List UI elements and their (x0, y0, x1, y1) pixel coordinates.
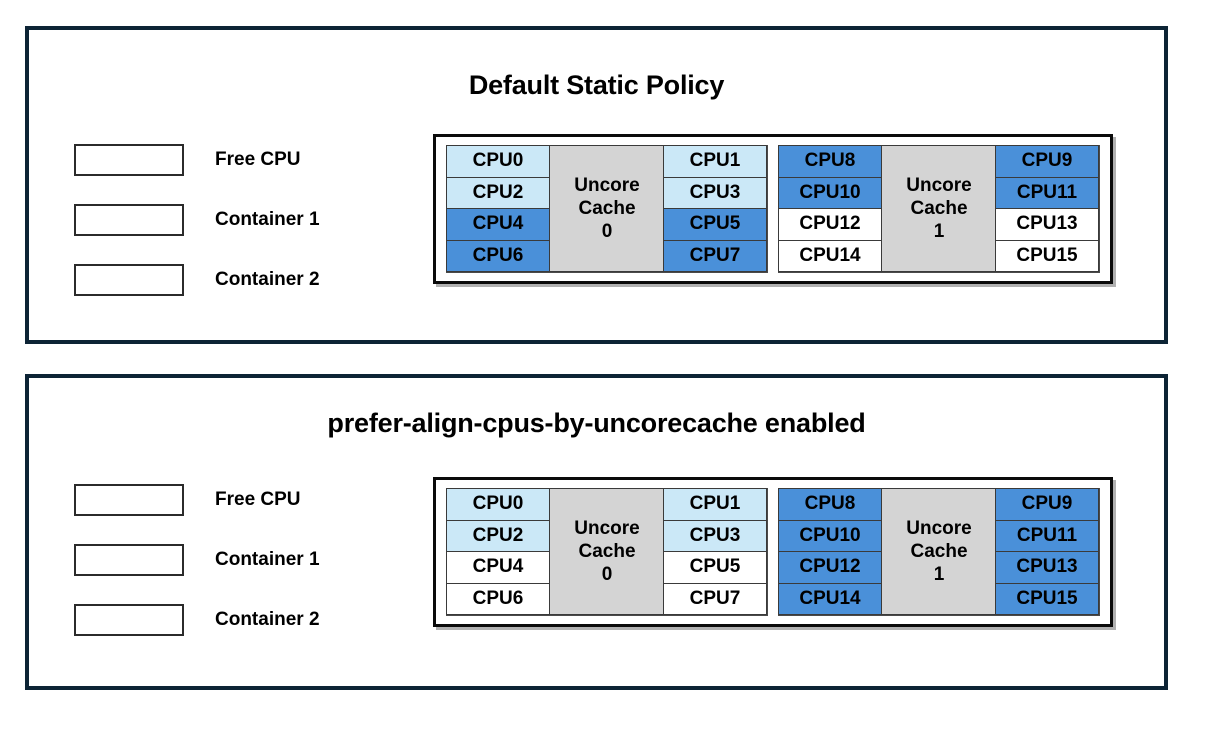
cpu-cell: CPU13 (995, 208, 1099, 241)
cache-label-line-2: Cache (910, 540, 968, 562)
cpu-cell: CPU11 (995, 176, 1099, 209)
cpu-column-right: CPU1 CPU3 CPU5 CPU7 (663, 145, 767, 272)
cpu-cell: CPU15 (995, 239, 1099, 272)
cpu-cell: CPU11 (995, 519, 1099, 552)
legend-item-container-1: Container 1 (74, 530, 320, 590)
cpu-cell: CPU3 (663, 176, 767, 209)
legend: Free CPU Container 1 Container 2 (74, 470, 320, 650)
legend-swatch-free-cpu (74, 144, 184, 176)
cache-label-id: 0 (601, 221, 613, 243)
cache-label-line-2: Cache (578, 197, 636, 219)
cpu-cell: CPU5 (663, 208, 767, 241)
cache-label-line-2: Cache (578, 540, 636, 562)
cpu-cell: CPU7 (663, 239, 767, 272)
cache-label-id: 0 (601, 564, 613, 586)
page-title: Default Static Policy (468, 70, 725, 100)
legend-label-free-cpu: Free CPU (215, 149, 301, 170)
socket-uncore-cache-1: CPU8 CPU10 CPU12 CPU14 Uncore Cache 1 CP… (778, 488, 1100, 616)
cpu-cell: CPU12 (778, 551, 882, 584)
cpu-cell: CPU7 (663, 582, 767, 615)
cpu-cell: CPU8 (778, 488, 882, 521)
legend-swatch-container-2 (74, 604, 184, 636)
cpu-cell: CPU8 (778, 145, 882, 178)
uncore-cache-block: Uncore Cache 0 (549, 145, 665, 272)
cpu-cell: CPU5 (663, 551, 767, 584)
cpu-cell: CPU9 (995, 488, 1099, 521)
diagram-panel-prefer-align-cpus-by-uncorecache: prefer-align-cpus-by-uncorecache enabled… (25, 374, 1168, 690)
cpu-column-right: CPU1 CPU3 CPU5 CPU7 (663, 488, 767, 615)
legend-swatch-container-1 (74, 544, 184, 576)
cpu-cell: CPU0 (446, 145, 550, 178)
cpu-cell: CPU0 (446, 488, 550, 521)
page-title: prefer-align-cpus-by-uncorecache enabled (327, 408, 866, 438)
cpu-cell: CPU2 (446, 176, 550, 209)
cpu-cell: CPU6 (446, 239, 550, 272)
cpu-cell: CPU9 (995, 145, 1099, 178)
uncore-cache-block: Uncore Cache 1 (881, 488, 997, 615)
legend-swatch-container-2 (74, 264, 184, 296)
cache-label-line-1: Uncore (906, 174, 972, 196)
cpu-cell: CPU1 (663, 145, 767, 178)
legend-item-container-2: Container 2 (74, 250, 320, 310)
legend: Free CPU Container 1 Container 2 (74, 130, 320, 310)
cpu-cell: CPU4 (446, 551, 550, 584)
legend-label-free-cpu: Free CPU (215, 489, 301, 510)
cpu-column-left: CPU8 CPU10 CPU12 CPU14 (778, 488, 882, 615)
cache-label-line-1: Uncore (574, 174, 640, 196)
cpu-cell: CPU12 (778, 208, 882, 241)
cpu-cell: CPU2 (446, 519, 550, 552)
legend-swatch-container-1 (74, 204, 184, 236)
legend-label-container-1: Container 1 (215, 549, 320, 570)
cache-label-line-1: Uncore (574, 517, 640, 539)
cache-label-id: 1 (933, 221, 945, 243)
cpu-cell: CPU10 (778, 519, 882, 552)
legend-item-container-1: Container 1 (74, 190, 320, 250)
legend-label-container-1: Container 1 (215, 209, 320, 230)
legend-label-container-2: Container 2 (215, 609, 320, 630)
cpu-cell: CPU13 (995, 551, 1099, 584)
cpu-cell: CPU3 (663, 519, 767, 552)
legend-label-container-2: Container 2 (215, 269, 320, 290)
cache-label-line-1: Uncore (906, 517, 972, 539)
cpu-column-left: CPU0 CPU2 CPU4 CPU6 (446, 145, 550, 272)
cache-label-line-2: Cache (910, 197, 968, 219)
legend-swatch-free-cpu (74, 484, 184, 516)
legend-item-free-cpu: Free CPU (74, 470, 320, 530)
cpu-topology-grid: CPU0 CPU2 CPU4 CPU6 Uncore Cache 0 CPU1 … (433, 477, 1113, 627)
legend-item-container-2: Container 2 (74, 590, 320, 650)
uncore-cache-block: Uncore Cache 0 (549, 488, 665, 615)
uncore-cache-block: Uncore Cache 1 (881, 145, 997, 272)
cpu-cell: CPU15 (995, 582, 1099, 615)
diagram-panel-default-static-policy: Default Static Policy Free CPU Container… (25, 26, 1168, 344)
cpu-cell: CPU4 (446, 208, 550, 241)
cache-label-id: 1 (933, 564, 945, 586)
socket-uncore-cache-1: CPU8 CPU10 CPU12 CPU14 Uncore Cache 1 CP… (778, 145, 1100, 273)
cpu-topology-grid: CPU0 CPU2 CPU4 CPU6 Uncore Cache 0 CPU1 … (433, 134, 1113, 284)
cpu-column-left: CPU0 CPU2 CPU4 CPU6 (446, 488, 550, 615)
cpu-cell: CPU6 (446, 582, 550, 615)
cpu-cell: CPU10 (778, 176, 882, 209)
legend-item-free-cpu: Free CPU (74, 130, 320, 190)
cpu-column-left: CPU8 CPU10 CPU12 CPU14 (778, 145, 882, 272)
cpu-cell: CPU1 (663, 488, 767, 521)
cpu-column-right: CPU9 CPU11 CPU13 CPU15 (995, 145, 1099, 272)
cpu-column-right: CPU9 CPU11 CPU13 CPU15 (995, 488, 1099, 615)
socket-uncore-cache-0: CPU0 CPU2 CPU4 CPU6 Uncore Cache 0 CPU1 … (446, 488, 768, 616)
socket-uncore-cache-0: CPU0 CPU2 CPU4 CPU6 Uncore Cache 0 CPU1 … (446, 145, 768, 273)
cpu-cell: CPU14 (778, 582, 882, 615)
cpu-cell: CPU14 (778, 239, 882, 272)
